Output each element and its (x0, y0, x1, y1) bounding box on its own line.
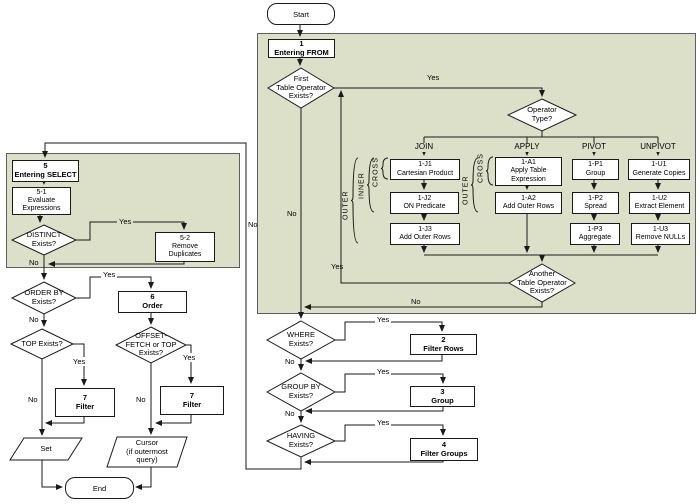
start-terminal: Start (267, 3, 335, 25)
decision-offset-fetch: OFFSET- FETCH or TOP Exists? (125, 331, 177, 358)
brace-label-apply-outer: OUTER (462, 175, 470, 205)
edge-label-yes-group-by: Yes (375, 367, 392, 376)
decision-operator-type: Operator Type? (527, 105, 557, 123)
edge-label-no-offset-fetch: No (136, 395, 146, 404)
branch-label-apply: APPLY (507, 142, 547, 152)
decision-first-operator: First Table Operator Exists? (276, 74, 326, 101)
edge-label-yes-offset-fetch: Yes (181, 353, 198, 362)
decision-another-operator: Another Table Operator Exists? (517, 269, 567, 296)
decision-order-by: ORDER BY Exists? (24, 288, 64, 306)
edge-label-yes-where: Yes (375, 315, 392, 324)
edge-label-yes-first-operator: Yes (427, 73, 440, 82)
branch-label-unpivot: UNPIVOT (634, 142, 682, 152)
edge-label-no-top: No (28, 395, 38, 404)
decision-where: WHERE Exists? (287, 330, 315, 348)
edge-label-yes-another-operator: Yes (331, 262, 344, 271)
io-set: Set (40, 443, 52, 453)
edge-label-yes-having: Yes (375, 418, 392, 427)
branch-label-join: JOIN (406, 142, 442, 152)
edge-label-no-order-by: No (29, 315, 39, 324)
decision-distinct: DISTINCT Exists? (26, 230, 62, 248)
branch-label-pivot: PIVOT (576, 142, 612, 152)
brace-label-join-outer: OUTER (342, 190, 350, 220)
decision-top: TOP Exists? (21, 338, 63, 348)
brace-label-join-inner: INNER (358, 172, 366, 200)
decision-having: HAVING Exists? (286, 431, 316, 449)
edge-label-no-where: No (285, 357, 295, 366)
io-cursor: Cursor (if outermost query) (126, 438, 168, 465)
brace-label-join-cross: CROSS (372, 157, 380, 187)
edge-label-yes-distinct: Yes (117, 217, 134, 226)
end-terminal: End (65, 477, 134, 499)
decision-group-by: GROUP BY Exists? (281, 382, 321, 400)
edge-label-no-group-by: No (285, 409, 295, 418)
edge-label-no-distinct: No (29, 258, 39, 267)
edge-label-no-another-operator: No (411, 297, 421, 306)
edge-label-no-first-operator: No (287, 209, 297, 218)
edge-label-yes-top: Yes (71, 357, 88, 366)
brace-label-apply-cross: CROSS (477, 153, 485, 183)
edge-label-yes-order-by: Yes (101, 270, 118, 279)
edge-label-no-return: No (248, 220, 258, 229)
